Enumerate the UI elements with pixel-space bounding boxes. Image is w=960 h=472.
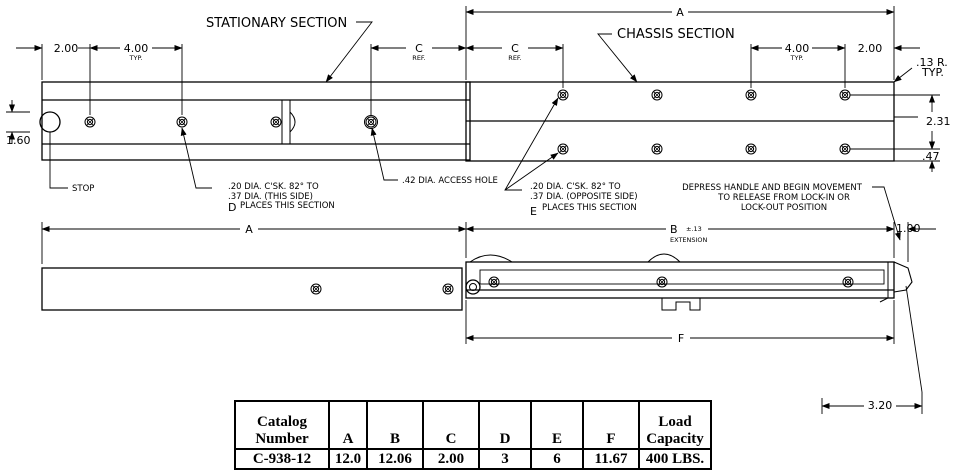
bottom-dimension-lines [41,186,936,414]
spec-header-row: Catalog Number A B C D E F Load Capacity [234,400,712,450]
dim-radius-typ: TYP. [921,66,944,79]
col-f: F [582,400,640,450]
hole-mark [651,89,663,101]
dim-b: B [670,223,678,236]
dim-radius: .13 R. [916,56,948,69]
chassis-section-top [465,81,895,162]
cell-d: 3 [478,448,532,470]
holes-e-line3: PLACES THIS SECTION [542,203,637,213]
spec-table: Catalog Number A B C D E F Load Capacity… [234,400,712,470]
hole-mark [745,89,757,101]
dim-1-60: 1.60 [6,134,31,147]
stop-label: STOP [72,184,94,194]
cell-a: 12.0 [328,448,368,470]
hole-mark [745,143,757,155]
hole-mark [842,276,854,288]
stop-circle [39,111,61,133]
depress-line2: TO RELEASE FROM LOCK-IN OR [717,193,850,203]
hole-mark [488,276,500,288]
dim-c-left: C [415,42,423,55]
release-pivot [465,279,481,295]
holes-d-line1: .20 DIA. C'SK. 82° TO [228,182,319,192]
side-view [41,253,913,311]
stationary-section-top [41,81,471,161]
hole-mark [84,116,96,128]
dim-47: .47 [922,150,940,163]
dim-2-00-left: 2.00 [54,42,79,55]
hole-mark [839,143,851,155]
hole-mark [310,283,322,295]
dim-ref-left: REF. [412,54,425,62]
dim-typ-left: TYP. [129,54,143,62]
dim-2-00-right: 2.00 [858,42,883,55]
access-hole-label: .42 DIA. ACCESS HOLE [402,176,498,186]
hole-mark [651,143,663,155]
cell-load-capacity: 400 LBS. [638,448,712,470]
cell-b: 12.06 [366,448,424,470]
dim-c-right: C [511,42,519,55]
holes-e-var: E [530,205,537,218]
top-leaders [49,21,638,191]
hole-mark [656,276,668,288]
holes-d-line3: PLACES THIS SECTION [240,201,335,211]
depress-line3: LOCK-OUT POSITION [741,203,827,213]
dim-f: F [678,332,684,345]
top-dimension-lines [6,6,940,172]
col-e: E [530,400,584,450]
col-c: C [422,400,480,450]
cell-c: 2.00 [422,448,480,470]
dim-a-top: A [676,6,684,19]
dim-3-20: 3.20 [868,399,893,412]
dim-ref-right: REF. [508,54,521,62]
dim-b-tol: ±.13 [686,225,702,233]
release-pivot [469,283,477,291]
col-a: A [328,400,368,450]
dim-4-00-left: 4.00 [124,42,149,55]
hole-mark [365,116,377,128]
hole-mark [270,116,282,128]
dim-extension: EXTENSION [670,236,708,244]
dim-a-bottom: A [245,223,253,236]
holes-d-var: D [228,201,236,214]
dim-typ-right: TYP. [790,54,804,62]
hole-mark [176,116,188,128]
hole-mark [557,89,569,101]
hole-mark [839,89,851,101]
hole-mark [442,283,454,295]
cell-catalog-number: C-938-12 [234,448,330,470]
hole-mark [557,143,569,155]
col-b: B [366,400,424,450]
col-load-capacity: Load Capacity [638,400,712,450]
holes-e-line1: .20 DIA. C'SK. 82° TO [530,182,621,192]
table-row: C-938-12 12.0 12.06 2.00 3 6 11.67 400 L… [234,448,712,470]
col-d: D [478,400,532,450]
stationary-section-label: STATIONARY SECTION [206,16,347,31]
depress-line1: DEPRESS HANDLE AND BEGIN MOVEMENT [682,183,863,193]
holes-d-line2: .37 DIA. (THIS SIDE) [228,192,313,202]
chassis-section-label: CHASSIS SECTION [617,27,735,42]
dim-4-00-right: 4.00 [785,42,810,55]
holes-e-line2: .37 DIA. (OPPOSITE SIDE) [530,192,638,202]
col-catalog-number: Catalog Number [234,400,330,450]
cell-e: 6 [530,448,584,470]
cell-f: 11.67 [582,448,640,470]
dim-2-31: 2.31 [926,115,951,128]
dim-1-00: 1.00 [896,222,921,235]
